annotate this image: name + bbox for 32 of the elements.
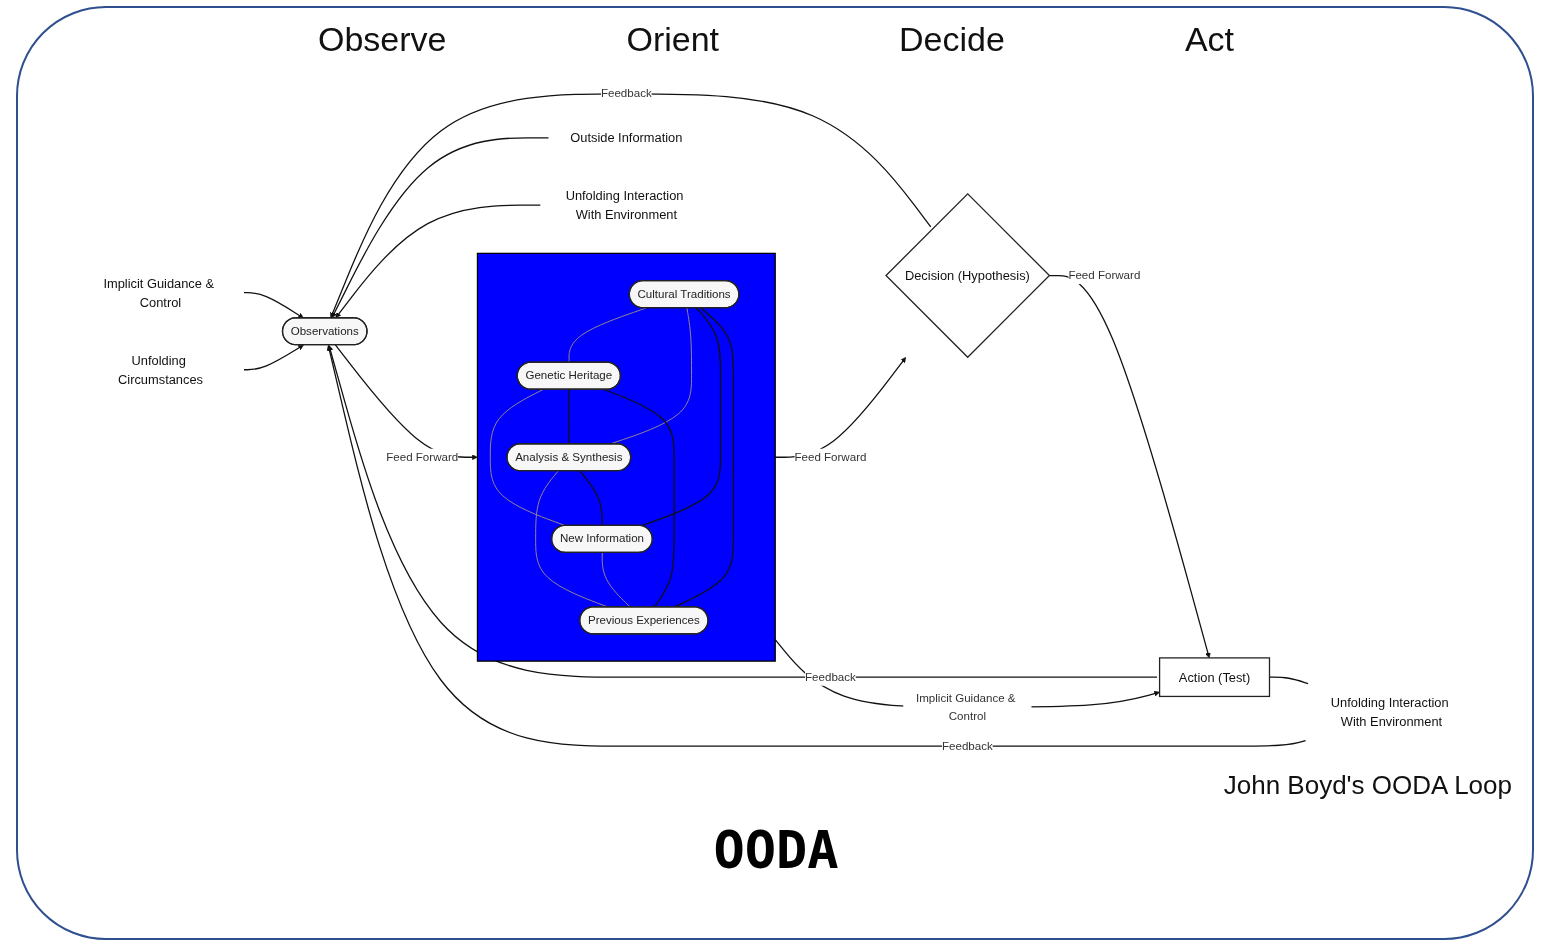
caption-text: John Boyd's OODA Loop <box>1223 770 1512 800</box>
arrow <box>335 204 541 319</box>
node-box: Action (Test) <box>1158 657 1271 698</box>
connector <box>601 552 631 608</box>
arrow <box>331 137 550 319</box>
edge-label: Feed Forward <box>386 450 459 464</box>
cluster <box>476 252 776 662</box>
column-heading: Orient <box>626 20 720 59</box>
edge-label: Feed Forward <box>1068 268 1141 282</box>
edge-label: Feedback <box>805 670 856 684</box>
arrow <box>1048 274 1211 659</box>
column-heading: Act <box>1184 20 1235 59</box>
node-text: Unfolding Circumstances <box>118 353 203 387</box>
edge-label: Implicit Guidance & Control <box>916 691 1016 723</box>
connector <box>603 388 675 608</box>
arrow <box>330 93 932 319</box>
column-heading: Decide <box>899 20 1005 59</box>
node-text: Implicit Guidance & Control <box>103 276 215 310</box>
node-text: Unfolding Interaction With Environment <box>565 188 684 222</box>
node-diamond: Decision (Hypothesis) <box>885 192 1051 359</box>
connector <box>568 307 647 363</box>
node-text: Unfolding Interaction With Environment <box>1330 694 1449 729</box>
node-text: Outside Information <box>570 130 683 145</box>
column-heading: Observe <box>317 20 447 59</box>
edge-label: Feed Forward <box>794 450 867 464</box>
connector <box>579 470 603 527</box>
diagram-title: OODA <box>712 820 840 880</box>
arrow <box>243 292 304 319</box>
edge-label: Feedback <box>942 739 993 753</box>
arrow <box>243 344 304 371</box>
connector <box>568 388 570 445</box>
edge-label: Feedback <box>600 87 652 100</box>
